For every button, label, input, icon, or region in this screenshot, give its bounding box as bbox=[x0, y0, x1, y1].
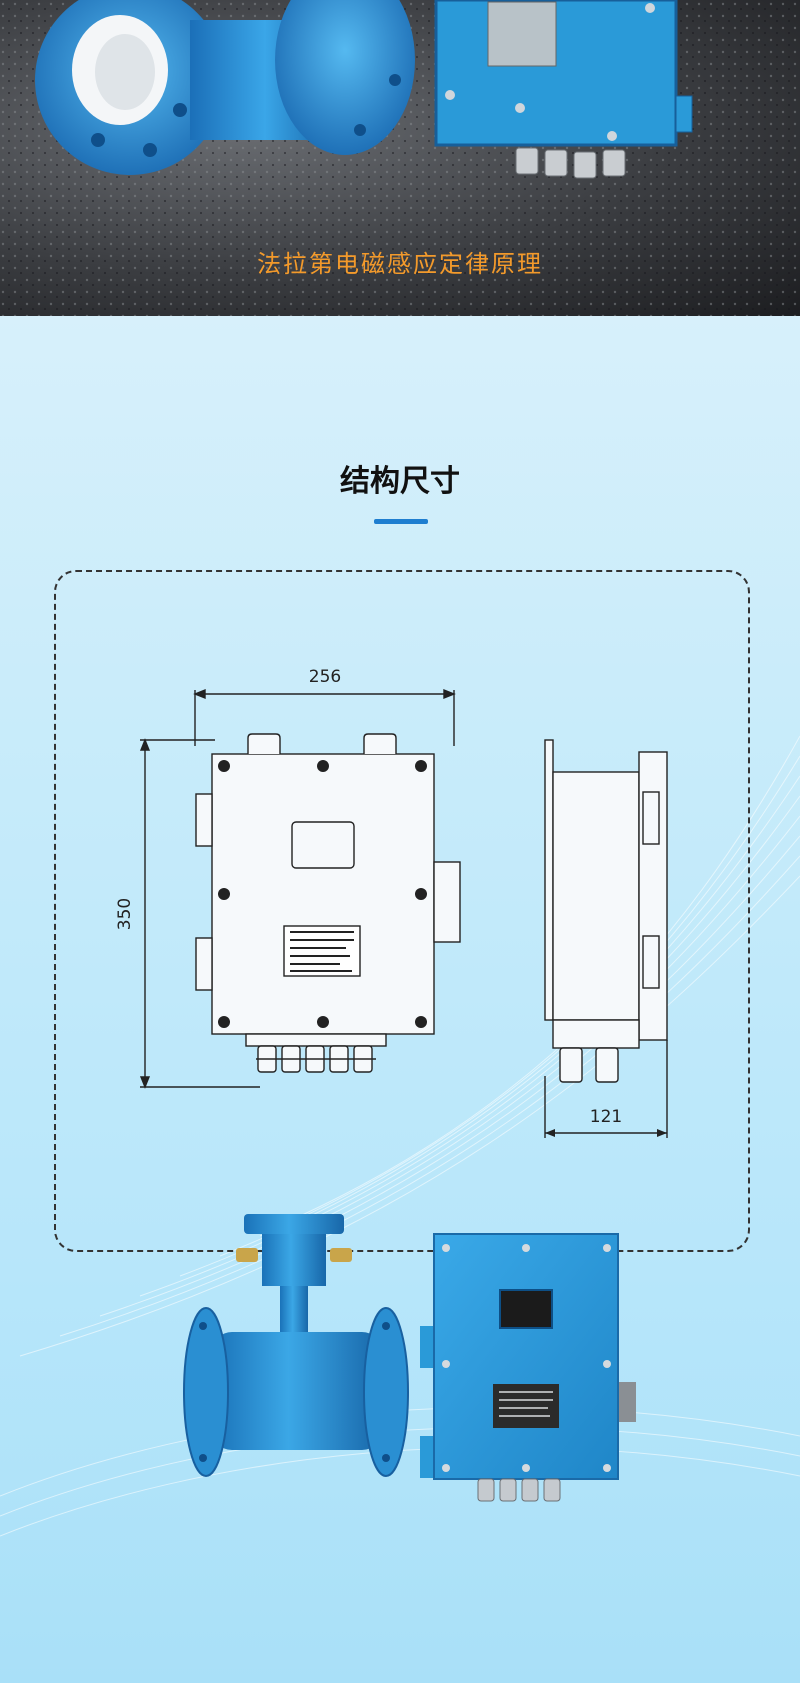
depth-dimension-label: 121 bbox=[590, 1107, 622, 1127]
banner-product-photo bbox=[0, 0, 800, 316]
product-photo-bottom bbox=[183, 1214, 636, 1502]
technical-drawing: 256 350 121 bbox=[115, 667, 668, 1138]
flowmeter-sensor bbox=[183, 1214, 409, 1477]
title-underline bbox=[374, 519, 428, 524]
structure-section: 结构尺寸 bbox=[0, 316, 800, 1683]
section-title: 结构尺寸 bbox=[340, 464, 460, 499]
product-banner: 法拉第电磁感应定律原理 bbox=[0, 0, 800, 316]
banner-caption: 法拉第电磁感应定律原理 bbox=[257, 250, 543, 278]
height-dimension-label: 350 bbox=[115, 898, 135, 930]
converter-box bbox=[420, 1233, 636, 1502]
dimension-drawing-frame bbox=[54, 570, 750, 1252]
width-dimension-label: 256 bbox=[309, 667, 341, 687]
